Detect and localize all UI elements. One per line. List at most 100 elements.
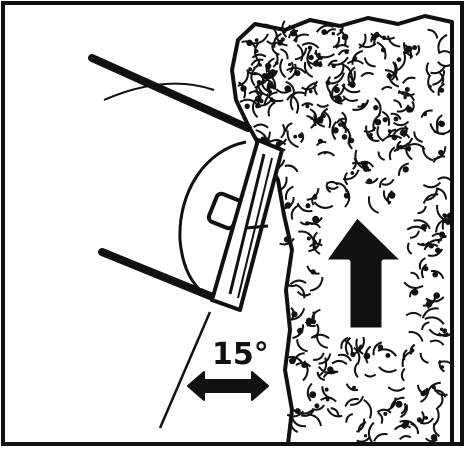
leaf-shadow (441, 76, 445, 81)
leaf-mark (317, 357, 328, 378)
leaf-shadow (324, 387, 329, 392)
leaf-mark (399, 132, 411, 139)
leaf-shadow (358, 344, 364, 349)
leaf-mark (304, 82, 316, 97)
leaf-mark (335, 44, 350, 49)
leaf-mark (406, 225, 427, 233)
leaf-shadow (312, 239, 318, 245)
leaf-shadow (398, 145, 403, 150)
leaf-shadow (305, 203, 311, 209)
leaf-mark (432, 70, 446, 86)
leaf-mark (436, 395, 444, 409)
leaf-mark (377, 348, 398, 357)
leaf-mark (425, 297, 431, 309)
leaf-mark (265, 70, 279, 80)
leaf-mark (310, 333, 330, 340)
leaf-shadow (294, 70, 301, 77)
leaf-mark (304, 321, 317, 328)
leaf-mark (290, 415, 307, 428)
leaf-mark (438, 50, 453, 55)
leaf-mark (377, 411, 384, 424)
leaf-mark (390, 112, 402, 120)
leaf-shadow (254, 38, 259, 42)
leaf-mark (430, 65, 446, 75)
leaf-mark (435, 114, 443, 129)
leaf-mark (379, 177, 387, 188)
leaf-shadow (404, 49, 409, 55)
leaf-mark (437, 176, 453, 182)
leaf-mark (285, 80, 295, 95)
leaf-mark (313, 352, 325, 361)
leaf-mark (325, 182, 332, 194)
leaf-mark (430, 269, 445, 280)
leaf-mark (363, 126, 377, 133)
leaf-shadow (341, 33, 349, 41)
leaf-mark (346, 59, 364, 65)
leaf-mark (279, 58, 287, 79)
leaf-shadow (383, 411, 388, 416)
leaf-mark (390, 61, 398, 81)
leaf-mark (253, 71, 266, 84)
leaf-mark (417, 205, 427, 215)
leaf-mark (273, 32, 282, 48)
leaf-mark (403, 281, 424, 290)
leaf-mark (433, 127, 454, 135)
leaf-shadow (428, 84, 432, 89)
leaf-shadow (269, 69, 277, 77)
leaf-mark (289, 91, 297, 111)
leaf-mark (306, 382, 313, 402)
leaf-mark (427, 75, 435, 94)
leaf-mark (388, 72, 400, 88)
leaf-shadow (246, 39, 253, 46)
leaf-shadow (438, 120, 445, 127)
leaf-mark (364, 373, 377, 378)
leaf-mark (314, 49, 323, 61)
leaf-shadow (323, 151, 327, 155)
leaf-mark (254, 42, 260, 63)
leaf-mark (340, 336, 349, 350)
leaf-mark (406, 242, 413, 255)
leaf-shadow (361, 102, 366, 108)
leaf-mark (425, 62, 432, 78)
leaf-shadow (382, 117, 388, 123)
leaf-shadow (440, 365, 445, 369)
leaf-shadow (371, 35, 377, 41)
leaf-mark (344, 398, 359, 407)
leaf-shadow (388, 191, 396, 199)
leaf-mark (271, 44, 280, 56)
leaf-mark (268, 139, 287, 146)
leaf-mark (428, 328, 449, 337)
leaf-shadow (412, 45, 418, 51)
leaf-shadow (248, 67, 253, 72)
leaf-shadow (240, 85, 247, 92)
leaf-mark (313, 323, 320, 339)
leaf-mark (277, 176, 288, 193)
leaf-shadow (341, 134, 348, 140)
leaf-shadow (402, 166, 409, 173)
leaf-shadow (308, 54, 314, 61)
leaf-mark (306, 48, 313, 70)
leaf-shadow (409, 348, 415, 353)
leaf-mark (423, 238, 442, 251)
leaf-mark (422, 181, 442, 189)
leaf-shadow (344, 49, 349, 55)
leaf-mark (301, 102, 314, 107)
leaf-mark (358, 33, 367, 49)
leaf-shadow (321, 29, 328, 35)
leaf-mark (327, 185, 339, 190)
leaf-shadow (305, 104, 310, 109)
leaf-shadow (366, 178, 373, 185)
leaf-shadow (438, 149, 444, 156)
leaf-mark (284, 185, 294, 200)
leaf-shadow (423, 266, 429, 272)
leaf-mark (284, 164, 299, 173)
leaf-mark (437, 60, 451, 68)
leaf-mark (420, 387, 429, 403)
leaf-mark (280, 48, 289, 60)
leaf-shadow (283, 30, 287, 34)
leaf-mark (391, 61, 397, 77)
leaf-mark (328, 91, 343, 105)
leaf-mark (295, 283, 306, 299)
leaf-shadow (259, 98, 264, 104)
